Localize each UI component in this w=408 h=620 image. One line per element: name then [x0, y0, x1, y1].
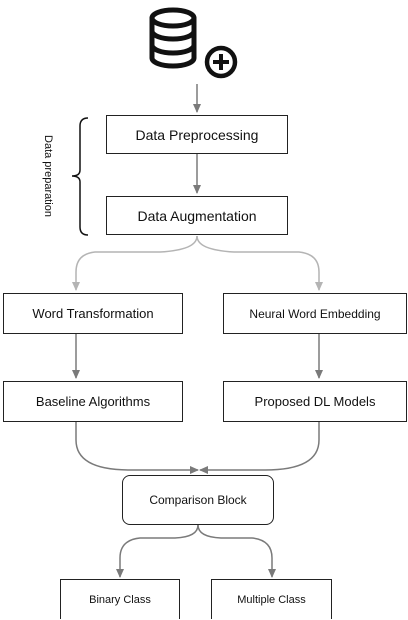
- proposed-dl-models-node: Proposed DL Models: [223, 381, 407, 422]
- proposed-dl-models-label: Proposed DL Models: [254, 394, 376, 409]
- multiple-class-label: Multiple Class: [237, 593, 306, 606]
- neural-word-embedding-node: Neural Word Embedding: [223, 293, 407, 334]
- arrow-output-right: [197, 524, 276, 578]
- binary-class-label: Binary Class: [89, 593, 151, 606]
- neural-word-embedding-label: Neural Word Embedding: [249, 306, 381, 321]
- arrow-split-right: [196, 235, 323, 291]
- arrow-split-left: [72, 235, 198, 291]
- word-transformation-label: Word Transformation: [32, 306, 154, 321]
- arrow-merge-right: [199, 422, 320, 474]
- comparison-block-label: Comparison Block: [149, 493, 247, 507]
- comparison-block-node: Comparison Block: [122, 475, 274, 525]
- data-preparation-label: Data preparation: [42, 135, 54, 217]
- data-preprocessing-node: Data Preprocessing: [106, 115, 288, 154]
- baseline-algorithms-label: Baseline Algorithms: [35, 394, 151, 409]
- baseline-algorithms-node: Baseline Algorithms: [3, 381, 183, 422]
- arrow-merge-left: [75, 422, 199, 474]
- multiple-class-node: Multiple Class: [211, 579, 332, 619]
- word-transformation-node: Word Transformation: [3, 293, 183, 334]
- data-augmentation-node: Data Augmentation: [106, 196, 288, 235]
- binary-class-node: Binary Class: [60, 579, 180, 619]
- data-preprocessing-label: Data Preprocessing: [135, 126, 259, 143]
- data-augmentation-label: Data Augmentation: [137, 207, 257, 224]
- data-preparation-bracket: [71, 117, 89, 236]
- database-add-icon: [149, 7, 238, 79]
- arrow-output-left: [116, 524, 199, 578]
